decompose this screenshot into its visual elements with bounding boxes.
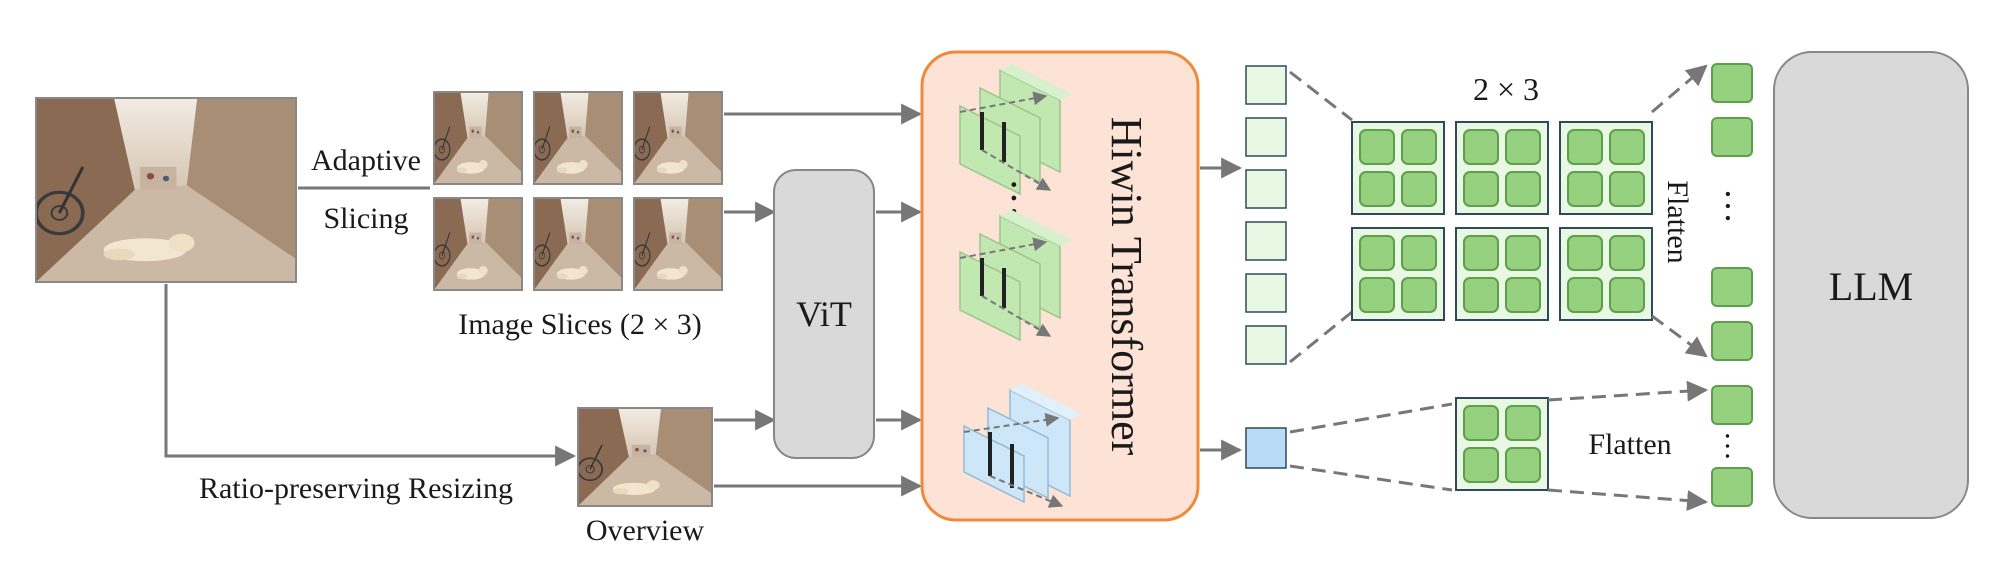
flat-ellipsis-top: …: [1718, 188, 1758, 224]
token-cell: [1567, 129, 1603, 165]
flat-token: [1711, 267, 1753, 307]
token-cell: [1359, 235, 1395, 271]
grid-label: 2 × 3: [1473, 71, 1539, 107]
slice-token: [1245, 117, 1287, 157]
flat-token: [1711, 117, 1753, 157]
token-grid-2x3: [1351, 121, 1653, 321]
token-cell: [1609, 235, 1645, 271]
overview-expand-top: [1289, 402, 1453, 434]
token-cell: [1359, 277, 1395, 313]
slice-token: [1245, 325, 1287, 365]
flatten-top-arrow-up: [1651, 64, 1708, 114]
slice-tile: [533, 91, 623, 185]
token-cell: [1505, 129, 1541, 165]
slice-token: [1245, 273, 1287, 313]
token-cell: [1609, 171, 1645, 207]
token-cell: [1463, 405, 1499, 441]
overview-token: [1245, 427, 1287, 469]
hiwin-label: Hiwin Transformer: [1102, 117, 1151, 456]
slice-token: [1245, 221, 1287, 261]
token-cell: [1463, 277, 1499, 313]
token-cell: [1505, 447, 1541, 483]
slice-token: [1245, 169, 1287, 209]
overview-label: Overview: [586, 514, 705, 547]
token-cell: [1359, 129, 1395, 165]
slice-token: [1245, 65, 1287, 105]
token-cell: [1463, 447, 1499, 483]
flat-token: [1711, 385, 1753, 425]
token-cell: [1505, 277, 1541, 313]
overview-block: [1455, 397, 1549, 491]
expand-line-bottom: [1289, 310, 1353, 364]
slice-tile: [633, 197, 723, 291]
token-cell: [1401, 171, 1437, 207]
slicing-label: Slicing: [323, 202, 408, 235]
adaptive-label: Adaptive: [311, 144, 421, 177]
flatten-top-arrow-down: [1651, 314, 1708, 358]
slice-tile: [433, 91, 523, 185]
slice-tile: [433, 197, 523, 291]
flattened-token-column: [1711, 63, 1753, 507]
token-block: [1455, 121, 1549, 215]
hiwin-layer-stack-green-top: [959, 64, 1072, 196]
original-image: [35, 97, 297, 283]
slice-tile: [633, 91, 723, 185]
token-cell: [1505, 235, 1541, 271]
token-cell: [1609, 277, 1645, 313]
slice-tile: [533, 197, 623, 291]
vit-label: ViT: [796, 294, 852, 334]
overview-expand-bottom: [1289, 464, 1453, 492]
token-cell: [1505, 171, 1541, 207]
token-cell: [1609, 129, 1645, 165]
vit-block: [773, 169, 875, 459]
overview-image: [577, 407, 713, 507]
token-cell: [1567, 235, 1603, 271]
hiwin-layer-stack-green-middle: [959, 210, 1072, 342]
token-cell: [1463, 171, 1499, 207]
flatten-bottom-arrow-up: [1547, 380, 1709, 402]
flatten-top-label: Flatten: [1661, 180, 1694, 263]
flat-token: [1711, 467, 1753, 507]
token-cell: [1567, 277, 1603, 313]
token-block: [1351, 121, 1445, 215]
token-cell: [1567, 171, 1603, 207]
token-block: [1351, 227, 1445, 321]
flat-token: [1711, 321, 1753, 361]
hiwin-layer-stack-blue: [963, 384, 1082, 508]
token-cell: [1401, 277, 1437, 313]
slice-token-column: [1245, 65, 1287, 365]
token-cell: [1463, 235, 1499, 271]
flat-ellipsis-bottom: …: [1719, 431, 1752, 461]
expand-line-top: [1289, 70, 1353, 122]
token-cell: [1463, 129, 1499, 165]
image-slices-grid: [433, 91, 723, 291]
image-slices-label: Image Slices (2 × 3): [458, 308, 702, 341]
llm-label: LLM: [1829, 264, 1913, 309]
token-cell: [1505, 405, 1541, 441]
token-block: [1455, 227, 1549, 321]
llm-block: [1773, 51, 1969, 519]
ratio-resizing-label: Ratio-preserving Resizing: [199, 472, 513, 505]
token-block: [1559, 227, 1653, 321]
overview-token-block: [1455, 397, 1549, 491]
flatten-bottom-arrow-down: [1547, 488, 1709, 512]
resizing-arrow: [164, 284, 577, 467]
flat-token: [1711, 63, 1753, 103]
token-cell: [1401, 235, 1437, 271]
flatten-bottom-label: Flatten: [1588, 428, 1671, 461]
token-cell: [1401, 129, 1437, 165]
token-cell: [1359, 171, 1395, 207]
token-block: [1559, 121, 1653, 215]
